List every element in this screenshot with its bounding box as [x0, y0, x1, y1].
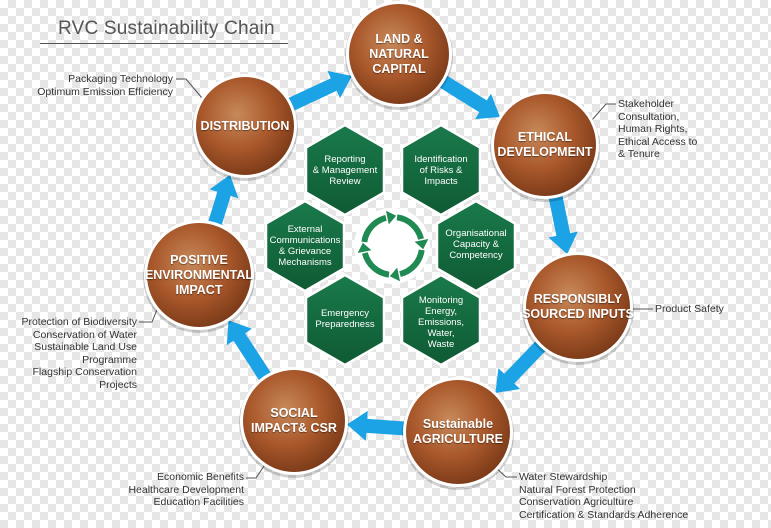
node-label-ethical-development: ETHICAL DEVELOPMENT — [497, 130, 593, 159]
cycle-ring-arrowhead — [414, 239, 429, 250]
note-line: & Tenure — [618, 148, 660, 160]
note-line: Projects — [99, 378, 137, 391]
note-environmental: Protection of Biodiversity Conservation … — [21, 316, 137, 391]
node-positive-environmental-impact — [143, 220, 255, 333]
cycle-ring-arrowhead — [357, 242, 372, 253]
note-line: Certification & Standards Adherence — [519, 508, 689, 521]
cycle-ring-segment — [396, 214, 425, 240]
note-ethical: Stakeholder Consultation, Human Rights, … — [618, 98, 697, 161]
note-line: Natural Forest Protection — [519, 483, 636, 496]
hex-monitoring — [400, 273, 482, 367]
note-line: Stakeholder — [618, 98, 675, 110]
arrow-responsibly-to-agriculture — [495, 338, 549, 393]
note-line: Packaging Technology — [68, 73, 173, 85]
note-line: Protection of Biodiversity — [21, 316, 137, 328]
hex-reporting — [304, 123, 386, 217]
note-line: Conservation Agriculture — [519, 496, 634, 508]
connector-distribution — [176, 78, 203, 99]
hex-organisational — [435, 199, 517, 293]
arrow-social-to-environmental — [226, 320, 274, 384]
note-line: Consultation, — [618, 110, 680, 123]
note-line: Human Rights, — [618, 123, 688, 135]
hex-emergency — [304, 273, 386, 367]
hex-external-communications — [264, 199, 346, 293]
connector-ethical — [591, 103, 616, 121]
note-line: Water Stewardship — [519, 471, 608, 483]
node-label-social-impact-csr: SOCIAL IMPACT& CSR — [251, 406, 337, 435]
hex-label-organisational: Organisational Capacity & Competency — [445, 227, 507, 261]
note-line: Ethical Access to — [618, 135, 698, 148]
cycle-ring-arrowhead — [389, 267, 400, 282]
cycle-ring-segment — [361, 252, 390, 278]
cycle-ring-arrowhead — [386, 210, 397, 225]
node-distribution — [192, 74, 298, 181]
note-responsibly: Product Safety — [655, 303, 724, 316]
note-distribution: Packaging Technology Optimum Emission Ef… — [37, 73, 173, 98]
cycle-ring-segment — [399, 249, 425, 278]
node-land-natural-capital — [345, 1, 453, 110]
note-line: Product Safety — [655, 303, 724, 315]
note-line: Programme — [82, 353, 137, 366]
page-title: RVC Sustainability Chain — [58, 18, 275, 39]
note-line: Healthcare Development — [128, 483, 244, 496]
node-sustainable-agriculture — [402, 377, 514, 490]
note-social: Economic Benefits Healthcare Development… — [128, 471, 244, 509]
hex-label-identification: Identification of Risks & Impacts — [414, 153, 468, 187]
note-line: Education Facilities — [153, 496, 244, 508]
node-label-distribution: DISTRIBUTION — [200, 118, 290, 133]
node-responsibly-sourced-inputs — [522, 252, 634, 365]
arrow-distribution-to-land — [284, 70, 352, 113]
hex-label-external-communications: External Communications & Grievance Mech… — [269, 224, 341, 268]
node-label-land-natural-capital: LAND & NATURAL CAPITAL — [369, 31, 429, 76]
note-line: Economic Benefits — [157, 471, 244, 483]
title-underline — [40, 43, 288, 44]
note-line: Optimum Emission Efficiency — [37, 85, 173, 98]
note-line: Flagship Conservation — [32, 366, 137, 378]
hex-label-emergency: Emergency Preparedness — [315, 308, 375, 330]
hex-identification — [400, 123, 482, 217]
note-line: Sustainable Land Use — [34, 341, 137, 353]
arrow-agriculture-to-social — [346, 410, 409, 441]
note-agriculture: Water Stewardship Natural Forest Protect… — [519, 471, 688, 521]
hex-label-reporting: Reporting & Management Review — [312, 153, 378, 187]
arrow-land-to-ethical — [436, 73, 500, 120]
hex-label-monitoring: Monitoring Energy, Emissions, Water, Was… — [418, 294, 464, 350]
arrow-environmental-to-distribution — [207, 174, 239, 230]
connector-social — [246, 459, 269, 479]
note-line: Conservation of Water — [32, 328, 137, 341]
node-label-positive-environmental-impact: POSITIVE ENVIRONMENTAL IMPACT — [144, 252, 254, 297]
arrow-ethical-to-responsibly — [547, 191, 578, 255]
node-social-impact-csr — [239, 367, 349, 478]
node-label-sustainable-agriculture: Sustainable AGRICULTURE — [412, 417, 504, 446]
node-label-responsibly-sourced-inputs: RESPONSIBLY SOURCED INPUTS — [522, 292, 634, 321]
node-ethical-development — [490, 91, 600, 202]
cycle-ring-segment — [361, 214, 387, 243]
